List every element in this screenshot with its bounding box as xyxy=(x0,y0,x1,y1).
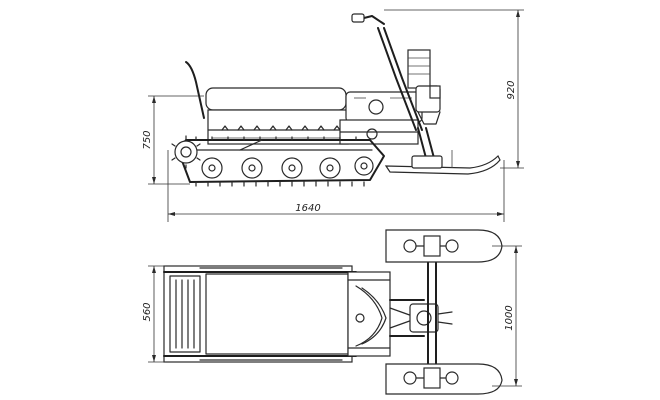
dimension-width-label: 560 xyxy=(142,302,153,321)
road-wheels xyxy=(201,156,374,179)
dimension-length-label: 1640 xyxy=(295,203,320,214)
dimension-height-label: 750 xyxy=(142,130,153,149)
handlebar xyxy=(351,13,423,131)
dimension-length: 1640 xyxy=(167,150,505,222)
cargo-body xyxy=(207,109,349,145)
ski-strut xyxy=(417,127,435,159)
ski-top-lower xyxy=(385,363,503,395)
front-frame-top xyxy=(347,271,425,357)
track-frame xyxy=(171,135,385,187)
dimension-ski-track: 1000 xyxy=(492,245,522,387)
steering-top xyxy=(409,253,453,383)
top-view: 560 1000 xyxy=(142,229,522,395)
dimension-height: 750 xyxy=(142,95,204,185)
engine-housing xyxy=(339,91,423,145)
front-ski xyxy=(384,150,501,175)
track-frame-top xyxy=(163,265,357,363)
side-view: 1640 750 920 xyxy=(142,9,524,222)
backrest-frame xyxy=(185,61,205,119)
ski-top-upper xyxy=(385,229,503,263)
dimension-total-height: 920 xyxy=(384,9,524,169)
seat-cushion xyxy=(205,87,347,111)
engine-block xyxy=(407,49,441,125)
dimension-ski-track-label: 1000 xyxy=(504,305,515,330)
dimension-total-height-label: 920 xyxy=(506,80,517,99)
dimension-width: 560 xyxy=(142,265,166,363)
